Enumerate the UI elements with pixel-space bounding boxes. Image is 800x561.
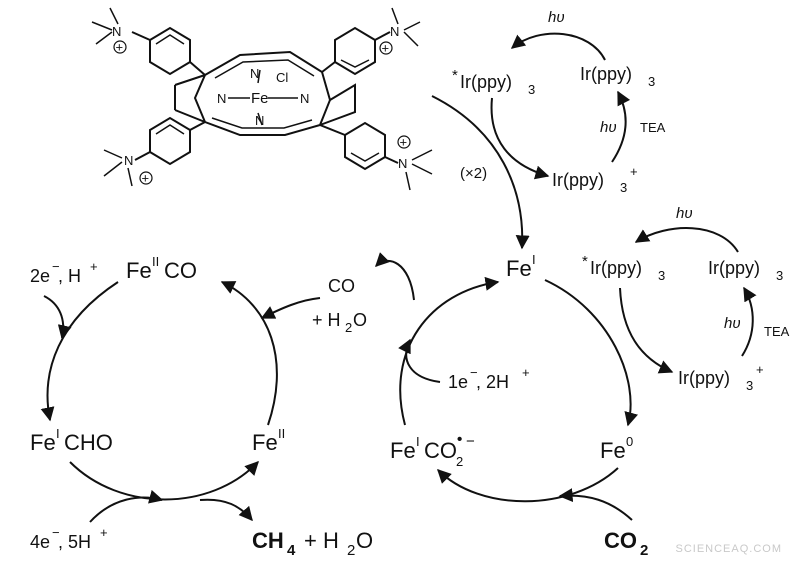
ir1-excited-star: * xyxy=(452,67,458,84)
fe0-label: Fe xyxy=(600,438,626,463)
reagent-4e-plus: + xyxy=(100,525,108,540)
ir2-excited: Ir(ppy) xyxy=(590,258,642,278)
porphyrin-n-right: N xyxy=(300,91,309,106)
amine-n-bottom-right: N xyxy=(398,156,407,171)
porphyrin-n-left: N xyxy=(217,91,226,106)
times-two-label: (×2) xyxy=(460,165,487,182)
porphyrin-n-top: N xyxy=(250,66,259,81)
charge-bottom-left: + xyxy=(142,171,150,186)
fe2co-fe: Fe xyxy=(126,258,152,283)
h2o-released-o: O xyxy=(353,310,367,330)
ir1-excited-sub: 3 xyxy=(528,82,535,97)
reagent-1e-plus: + xyxy=(522,365,530,380)
fe2-fe: Fe xyxy=(252,430,278,455)
reagent-2e-h: , H xyxy=(58,266,81,286)
charge-top-left: + xyxy=(116,40,124,55)
fe2-sup: II xyxy=(278,426,285,441)
ch4-sub: 4 xyxy=(287,542,296,559)
fe1cho-fe: Fe xyxy=(30,430,56,455)
ir-cycle-top: hυ * Ir(ppy) 3 Ir(ppy) 3 hυ TEA Ir(ppy) … xyxy=(452,9,666,195)
reagent-2e-minus: − xyxy=(52,259,60,274)
ir1-oxidized-sup: + xyxy=(630,164,638,179)
ir2-excited-sub: 3 xyxy=(658,268,665,283)
fe1cho-cho: CHO xyxy=(64,430,113,455)
ir2-oxidized-sub: 3 xyxy=(746,378,753,393)
co2-reactant: CO xyxy=(604,528,637,553)
ir2-hv-top: hυ xyxy=(676,205,693,222)
ir1-oxidized: Ir(ppy) xyxy=(552,170,604,190)
reagent-2e-plus: + xyxy=(90,259,98,274)
fe1-label: Fe xyxy=(506,256,532,281)
ir-cycle-bottom: hυ * Ir(ppy) 3 Ir(ppy) 3 hυ TEA Ir(ppy) … xyxy=(582,205,790,393)
fe1cho-sup: I xyxy=(56,426,60,441)
co2-sub: 2 xyxy=(640,542,648,559)
feco2-co: CO xyxy=(424,438,457,463)
ch4-plus-h: + H xyxy=(304,528,339,553)
reagent-4e-h: , 5H xyxy=(58,532,91,552)
ir1-tea: TEA xyxy=(640,120,666,135)
ir1-excited: Ir(ppy) xyxy=(460,72,512,92)
amine-n-top-right: N xyxy=(390,24,399,39)
reagent-4e: 4e xyxy=(30,532,50,552)
reagent-1e-minus: − xyxy=(470,365,478,380)
co-reduction-cycle: Fe II CO Fe I CHO Fe II 2e − , H + 4e − … xyxy=(30,254,373,559)
h2o-released: + H xyxy=(312,310,341,330)
feco2-sup: I xyxy=(416,434,420,449)
ir2-hv-side: hυ xyxy=(724,315,741,332)
reagent-4e-minus: − xyxy=(52,525,60,540)
fe2co-sup: II xyxy=(152,254,159,269)
ir1-hv-top: hυ xyxy=(548,9,565,26)
ch4-product: CH xyxy=(252,528,284,553)
feco2-charge: − xyxy=(466,433,475,450)
ir1-oxidized-sub: 3 xyxy=(620,180,627,195)
co-released: CO xyxy=(328,276,355,296)
ir2-ground-sub: 3 xyxy=(776,268,783,283)
charge-bottom-right: + xyxy=(400,135,408,150)
porphyrin-n-bottom: N xyxy=(255,113,264,128)
reagent-2e: 2e xyxy=(30,266,50,286)
ir2-tea: TEA xyxy=(764,324,790,339)
ir1-ground-sub: 3 xyxy=(648,74,655,89)
ch4-h2o-o: O xyxy=(356,528,373,553)
reagent-1e-h: , 2H xyxy=(476,372,509,392)
fe-porphyrin-structure: N N N N Fe Cl N + N + N + xyxy=(91,7,433,191)
fe2co-co: CO xyxy=(164,258,197,283)
ir2-oxidized-sup: + xyxy=(756,362,764,377)
amine-n-top-left: N xyxy=(112,24,121,39)
ir2-oxidized: Ir(ppy) xyxy=(678,368,730,388)
ir2-excited-star: * xyxy=(582,253,588,270)
watermark: SCIENCEAQ.COM xyxy=(675,543,782,555)
feco2-fe: Fe xyxy=(390,438,416,463)
ir2-ground: Ir(ppy) xyxy=(708,258,760,278)
fe0-sup: 0 xyxy=(626,434,633,449)
fe1-sup: I xyxy=(532,252,536,267)
ir1-hv-side: hυ xyxy=(600,119,617,136)
ch4-h2o-sub: 2 xyxy=(347,542,355,559)
feco2-sub: 2 xyxy=(456,454,463,469)
charge-top-right: + xyxy=(382,41,390,56)
porphyrin-fe: Fe xyxy=(251,90,269,107)
co2-reduction-cycle: Fe I Fe 0 Fe I CO 2 • − 1e − , 2H + CO 2 xyxy=(390,252,648,559)
porphyrin-cl: Cl xyxy=(276,70,288,85)
h2o-released-sub: 2 xyxy=(345,320,352,335)
reagent-1e: 1e xyxy=(448,372,468,392)
feco2-radical: • xyxy=(457,431,462,448)
ir1-ground: Ir(ppy) xyxy=(580,64,632,84)
amine-n-bottom-left: N xyxy=(124,153,133,168)
